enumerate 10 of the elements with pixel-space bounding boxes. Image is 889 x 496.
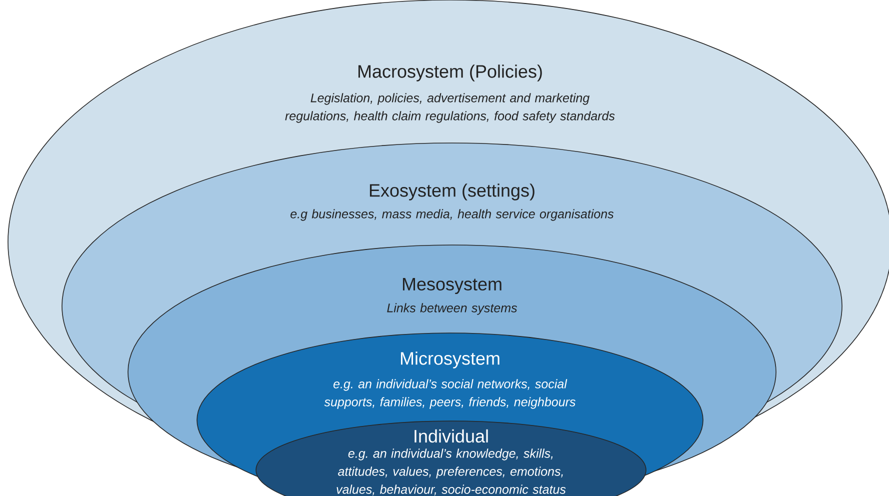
level-description: e.g businesses, mass media, health service organisations	[290, 209, 614, 221]
level-title: Macrosystem (Policies)	[358, 64, 542, 82]
level-title: Exosystem (settings)	[370, 184, 534, 200]
level-title: Microsystem	[400, 352, 500, 368]
level-title: Mesosystem	[402, 278, 502, 294]
level-description: Links between systems	[387, 303, 518, 315]
level-description: e.g. an individual’s social networks, social supports, families, peers, friends, neighbours	[324, 379, 576, 409]
level-title: Individual	[414, 429, 488, 443]
level-description: Legislation, policies, advertisement and marketing regulations, health claim regulations, food safety standards	[285, 93, 615, 123]
level-description: e.g. an individual’s knowledge, skills, attitudes, values, preferences, emotions, values, behaviour, socio-economic status	[336, 448, 566, 496]
